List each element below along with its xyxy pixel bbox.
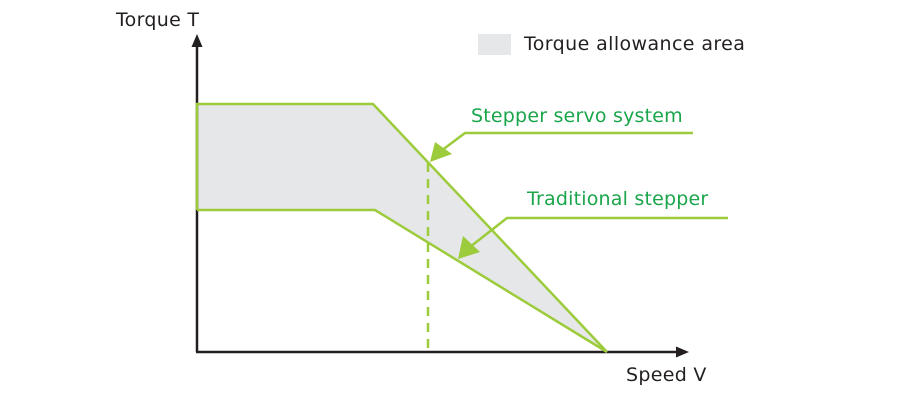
legend-label: Torque allowance area [524,33,746,55]
x-axis-label: Speed V [626,364,707,386]
stepper-servo-arrow-icon [430,142,452,162]
legend: Torque allowance area [478,33,745,55]
traditional-stepper-curve [197,208,608,354]
torque-allowance-area [197,104,607,352]
stepper-servo-curve [195,102,608,353]
traditional-stepper-label: Traditional stepper [527,188,709,210]
legend-swatch [478,33,511,55]
y-axis-label: Torque T [116,9,200,31]
x-axis-arrow-icon [676,346,689,358]
traditional-arrow-icon [458,236,480,259]
traditional-leader [469,216,728,248]
y-axis-arrow-icon [191,34,203,47]
stepper-servo-label: Stepper servo system [471,105,683,127]
stepper-servo-leader [440,131,693,152]
